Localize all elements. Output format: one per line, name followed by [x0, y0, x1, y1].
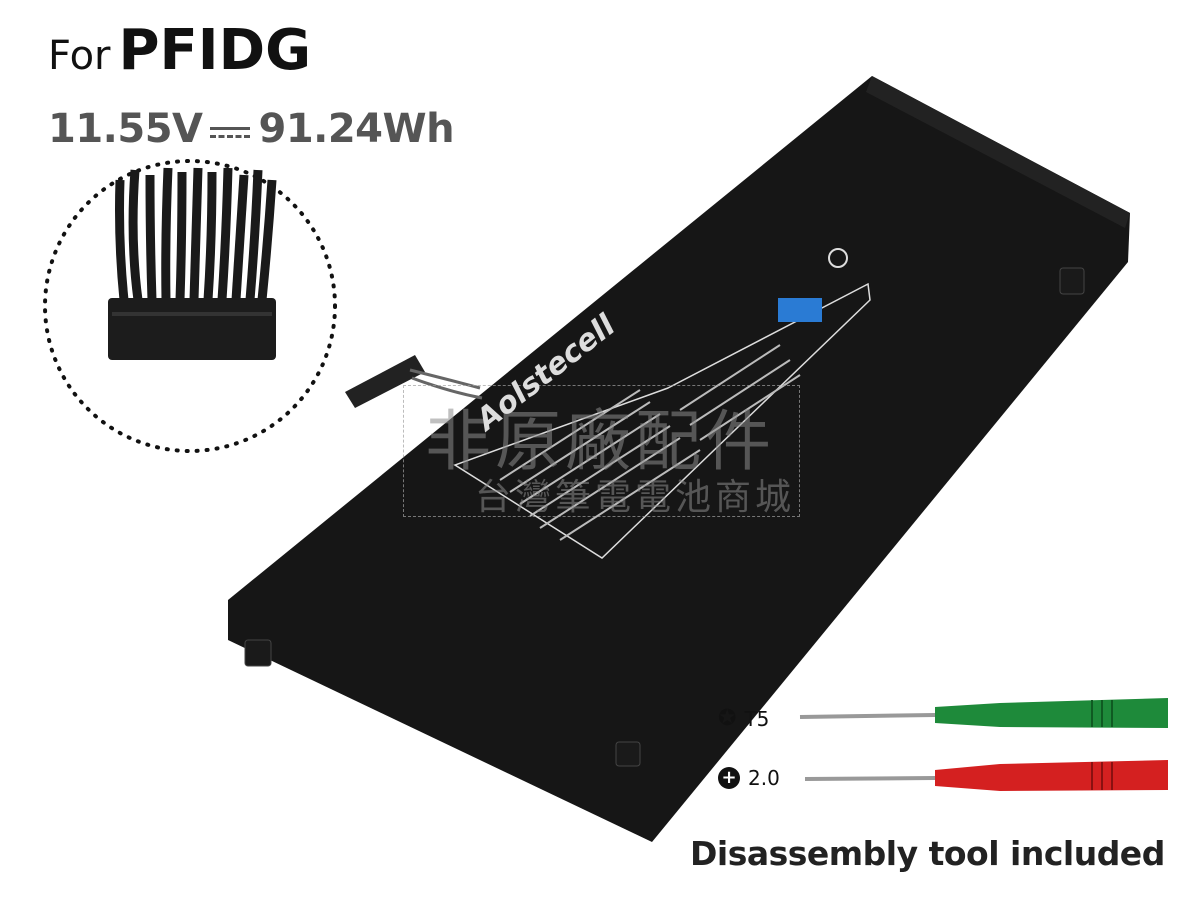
tool-label-text: 2.0: [748, 766, 780, 790]
torx-icon: ✪: [718, 706, 737, 731]
phillips-icon: +: [718, 767, 740, 789]
screwdriver-phillips: [804, 760, 1168, 791]
mounting-tabs: [244, 267, 1085, 767]
for-label: For: [48, 33, 111, 79]
dc-symbol-icon: [210, 121, 251, 141]
watermark-line1: 非原廠配件: [425, 403, 775, 480]
recycle-icon: [828, 248, 848, 268]
caption: Disassembly tool included: [690, 834, 1165, 873]
battery-ribbon-cable: [345, 355, 483, 408]
battery-label: [453, 282, 871, 559]
tool-label-phillips: + 2.0: [718, 766, 780, 790]
connector-inset-circle: [43, 159, 337, 453]
battery-body: [228, 76, 1130, 842]
voltage: 11.55V: [48, 106, 203, 152]
certification-badge: [778, 298, 822, 322]
screwdriver-t5: [799, 698, 1168, 728]
energy: 91.24Wh: [258, 106, 455, 152]
battery-spec: 11.55V 91.24Wh: [48, 106, 455, 152]
connector-wires: [115, 167, 277, 301]
tool-label-text: T5: [744, 706, 770, 731]
connector-plug: [108, 298, 276, 360]
watermark-line2: 台灣筆電電池商城: [475, 477, 796, 518]
label-text-lines: [499, 344, 801, 541]
watermark-box: [403, 385, 800, 517]
model-name: PFIDG: [118, 18, 312, 83]
tool-label-t5: ✪ T5: [718, 706, 769, 731]
